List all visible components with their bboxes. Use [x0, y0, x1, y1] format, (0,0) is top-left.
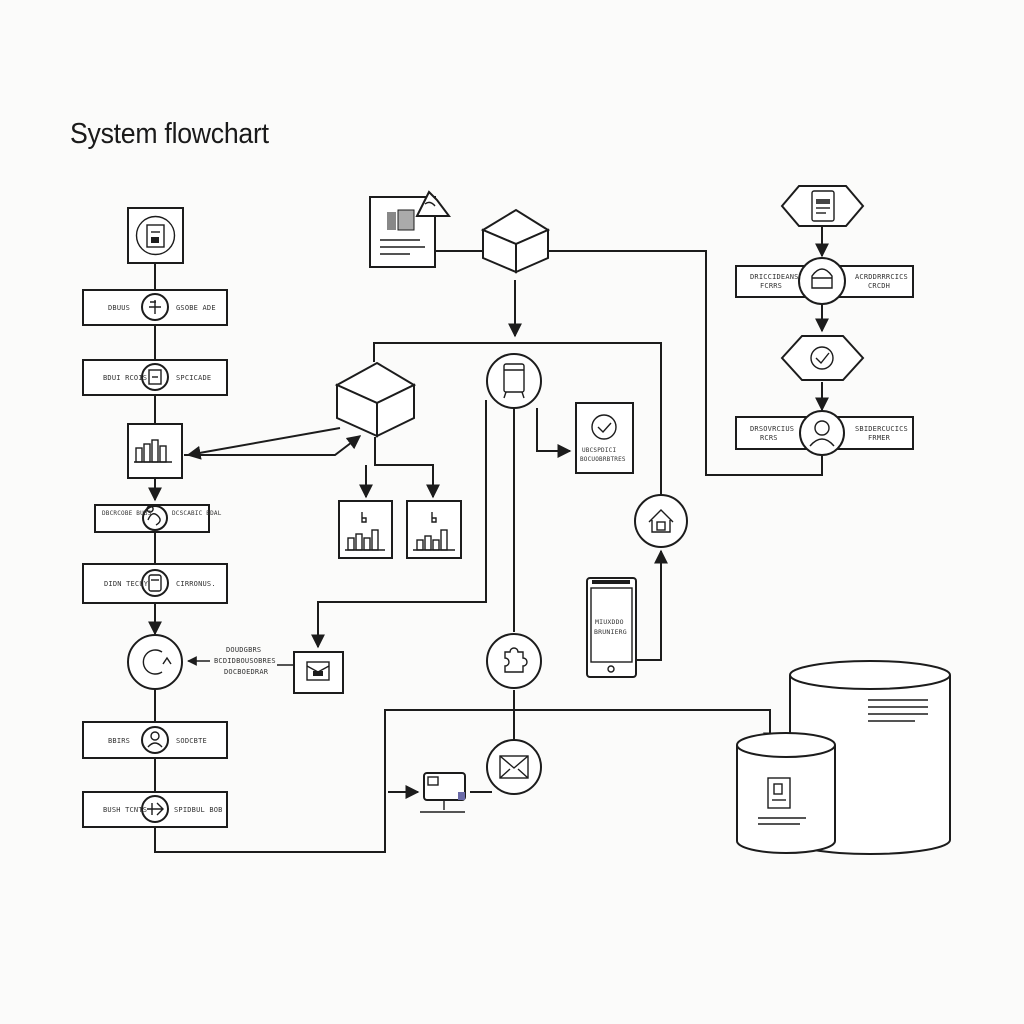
process-row-right-1[interactable]: DRICCIDEANS FCRRS ACRDDRRRCICS CRCDH	[735, 257, 914, 305]
phone-node[interactable]: MIUXDDO BRUNIERG	[586, 577, 637, 678]
process-row-2[interactable]: BDUI RCOIS SPCICADE	[82, 359, 228, 396]
email-node[interactable]	[486, 739, 542, 795]
right-row-2-right-line-2: FRMER	[868, 434, 891, 442]
connectors	[148, 227, 829, 853]
side-note-line-3: DOCBOEDRAR	[224, 668, 269, 676]
side-note-line-1: DOUDGBRS	[226, 646, 261, 654]
row-1-right-label: GSOBE ADE	[176, 304, 216, 312]
cycle-node[interactable]	[127, 634, 183, 690]
row-3-right-label: DCSCABIC BDAL	[172, 510, 222, 517]
inbox-node[interactable]	[293, 651, 344, 694]
check-hex-node[interactable]	[780, 335, 865, 381]
row-5-left-label: BBIRS	[108, 737, 130, 745]
row-6-left-label: BUSH TCNTS	[103, 806, 147, 814]
row-2-right-label: SPCICADE	[176, 374, 211, 382]
side-note: DOUDGBRS BCDIDBOUSOBRES DOCBOEDRAR	[214, 646, 276, 676]
side-note-line-2: BCDIDBOUSOBRES	[214, 657, 276, 665]
process-row-6[interactable]: BUSH TCNTS SPIDBUL BOB	[82, 791, 228, 828]
phone-label-2: BRUNIERG	[594, 628, 627, 636]
check-panel-node[interactable]: UBCSPDICI BOCUOBRBTRES	[575, 402, 634, 474]
device-hub-node[interactable]	[486, 353, 542, 409]
middle-package-node[interactable]	[334, 361, 417, 438]
document-node[interactable]	[369, 190, 451, 268]
right-row-2-left-line-2: RCRS	[760, 434, 778, 442]
process-row-3[interactable]: DBCRCOBE BUBS DCSCABIC BDAL	[94, 504, 222, 533]
home-security-node[interactable]	[634, 494, 688, 548]
row-5-right-label: SODCBTE	[176, 737, 207, 745]
right-row-1-left-line-2: FCRRS	[760, 282, 782, 290]
top-package-node[interactable]	[480, 208, 551, 274]
check-panel-label-1: UBCSPDICI	[582, 447, 616, 454]
right-row-1-right-line-2: CRCDH	[868, 282, 890, 290]
process-row-4[interactable]: DIDN TECUY CIRRONUS.	[82, 563, 228, 604]
right-row-2-right-line-1: SBIDERCUCICS	[855, 425, 908, 433]
row-4-right-label: CIRRONUS.	[176, 580, 216, 588]
row-4-left-label: DIDN TECUY	[104, 580, 149, 588]
diagram-title: System flowchart	[70, 118, 269, 150]
check-panel-label-2: BOCUOBRBTRES	[580, 456, 626, 463]
phone-label-1: MIUXDDO	[595, 618, 624, 626]
chart-node[interactable]	[127, 423, 183, 479]
process-row-right-2[interactable]: DRSOVRCIUS RCRS SBIDERCUCICS FRMER	[735, 410, 914, 456]
puzzle-node[interactable]	[486, 633, 542, 689]
tablet-hex-node[interactable]	[780, 185, 865, 227]
process-row-5[interactable]: BBIRS SODCBTE	[82, 721, 228, 759]
chart-node-left[interactable]	[338, 500, 393, 559]
chart-node-right[interactable]	[406, 500, 462, 559]
row-3-left-label: DBCRCOBE BUBS	[102, 510, 152, 517]
process-row-1[interactable]: DBUUS GSOBE ADE	[82, 289, 228, 326]
right-row-2-left-line-1: DRSOVRCIUS	[750, 425, 794, 433]
start-node[interactable]	[127, 207, 184, 264]
database-small[interactable]	[736, 732, 836, 854]
right-row-1-left-line-1: DRICCIDEANS	[750, 273, 799, 281]
row-6-right-label: SPIDBUL BOB	[174, 806, 223, 814]
right-row-1-right-line-1: ACRDDRRRCICS	[855, 273, 908, 281]
row-1-left-label: DBUUS	[108, 304, 130, 312]
row-2-left-label: BDUI RCOIS	[103, 374, 147, 382]
workstation-node[interactable]	[420, 772, 466, 813]
